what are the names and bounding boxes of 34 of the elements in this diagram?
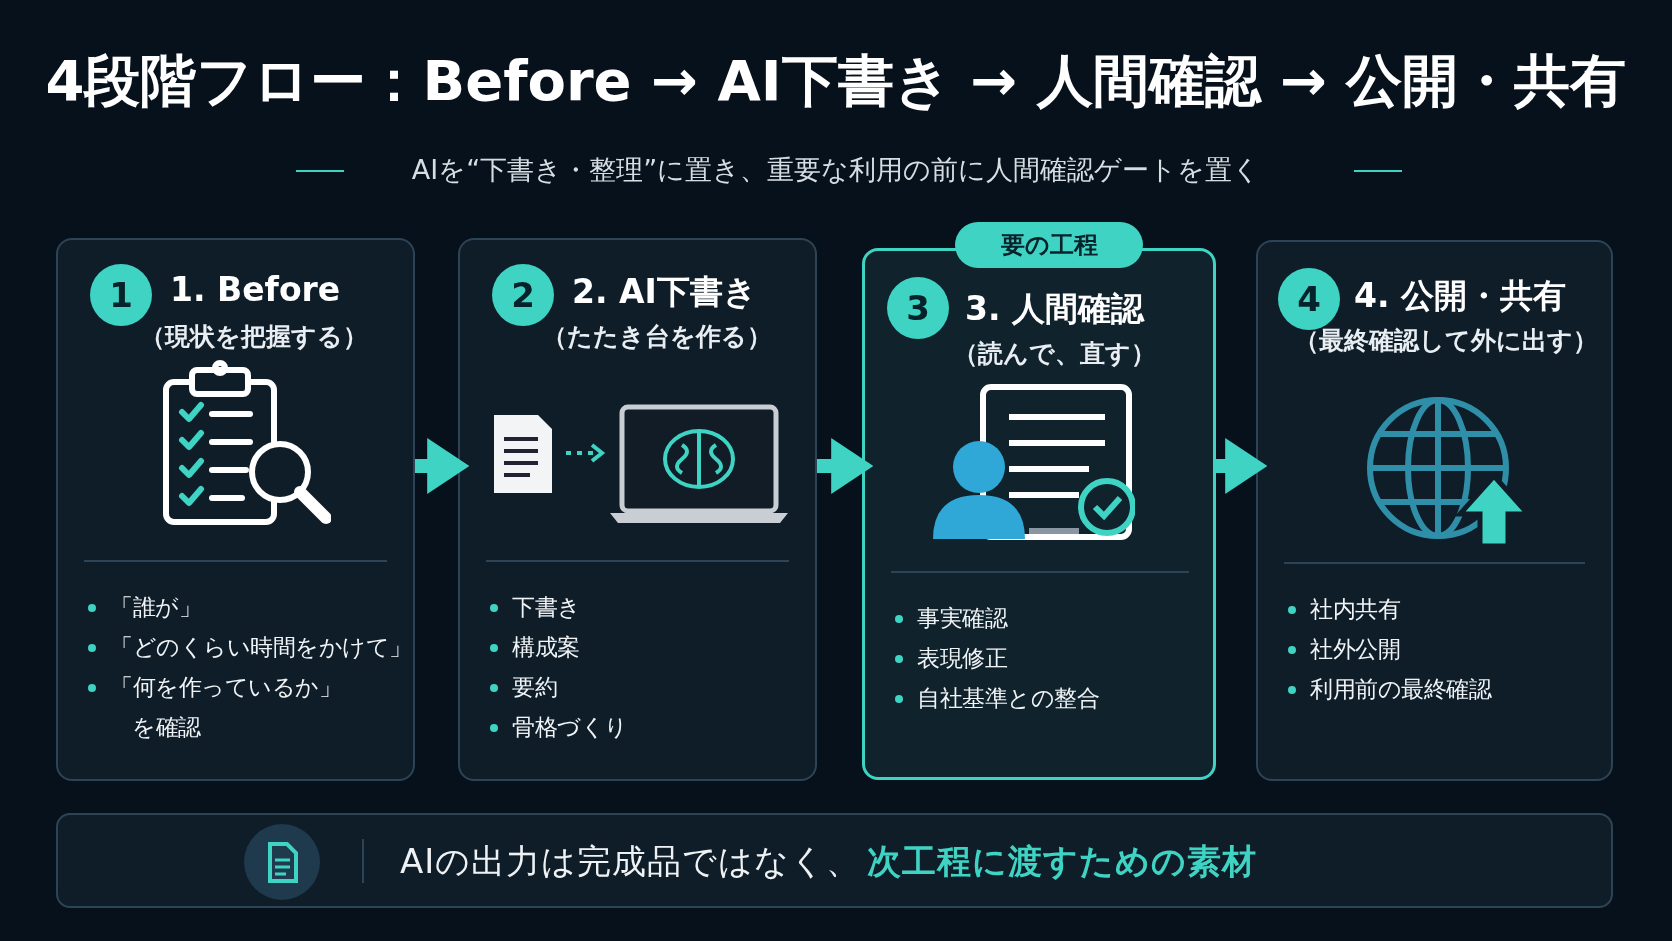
summary-banner xyxy=(56,813,1613,908)
bullet-item: 構成案 xyxy=(490,632,580,663)
step-heading: 4. 公開・共有 xyxy=(1354,275,1566,317)
bullet-item: 「どのくらい時間をかけて」 xyxy=(88,632,412,663)
bullet-item: 事実確認 xyxy=(895,603,1007,634)
number-badge: 2 xyxy=(492,264,554,326)
arrow xyxy=(817,438,874,494)
title: 4段階フロー：Before → AI下書き → 人間確認 → 公開・共有 xyxy=(44,47,1628,115)
note-text: を確認 xyxy=(131,713,201,742)
step-card xyxy=(458,238,817,781)
bullet-item: 社内共有 xyxy=(1288,594,1400,625)
bullet-item: 自社基準との整合 xyxy=(895,683,1099,714)
summary-text: AIの出力は完成品ではなく、 xyxy=(400,840,862,883)
step-heading: 2. AI下書き xyxy=(572,271,757,313)
highlighted-text: 次工程に渡すための素材 xyxy=(867,840,1258,883)
step-heading: 1. Before xyxy=(170,270,341,309)
step-subheading: （読んで、直す） xyxy=(953,338,1156,370)
bullet-item: 利用前の最終確認 xyxy=(1288,674,1491,705)
subtitle: AIを“下書き・整理”に置き、重要な利用の前に人間確認ゲートを置く xyxy=(410,153,1262,187)
bullet-item: 社外公開 xyxy=(1288,634,1400,665)
bullet-item: 「誰が」 xyxy=(88,592,201,623)
bullet-item: 要約 xyxy=(490,672,557,703)
bullet-item: 下書き xyxy=(490,592,581,623)
step-card xyxy=(56,238,415,781)
number-badge: 3 xyxy=(887,277,949,339)
bullet-item: 表現修正 xyxy=(895,643,1007,674)
bullet-item: 「何を作っているか」 xyxy=(88,672,341,703)
number-badge: 1 xyxy=(90,264,152,326)
arrow xyxy=(415,438,470,494)
arrow xyxy=(1216,438,1268,494)
bullet-item: 骨格づくり xyxy=(490,712,628,743)
step-card xyxy=(1256,240,1613,781)
tag-badge: 要の工程 xyxy=(955,222,1143,268)
step-heading: 3. 人間確認 xyxy=(965,288,1144,330)
